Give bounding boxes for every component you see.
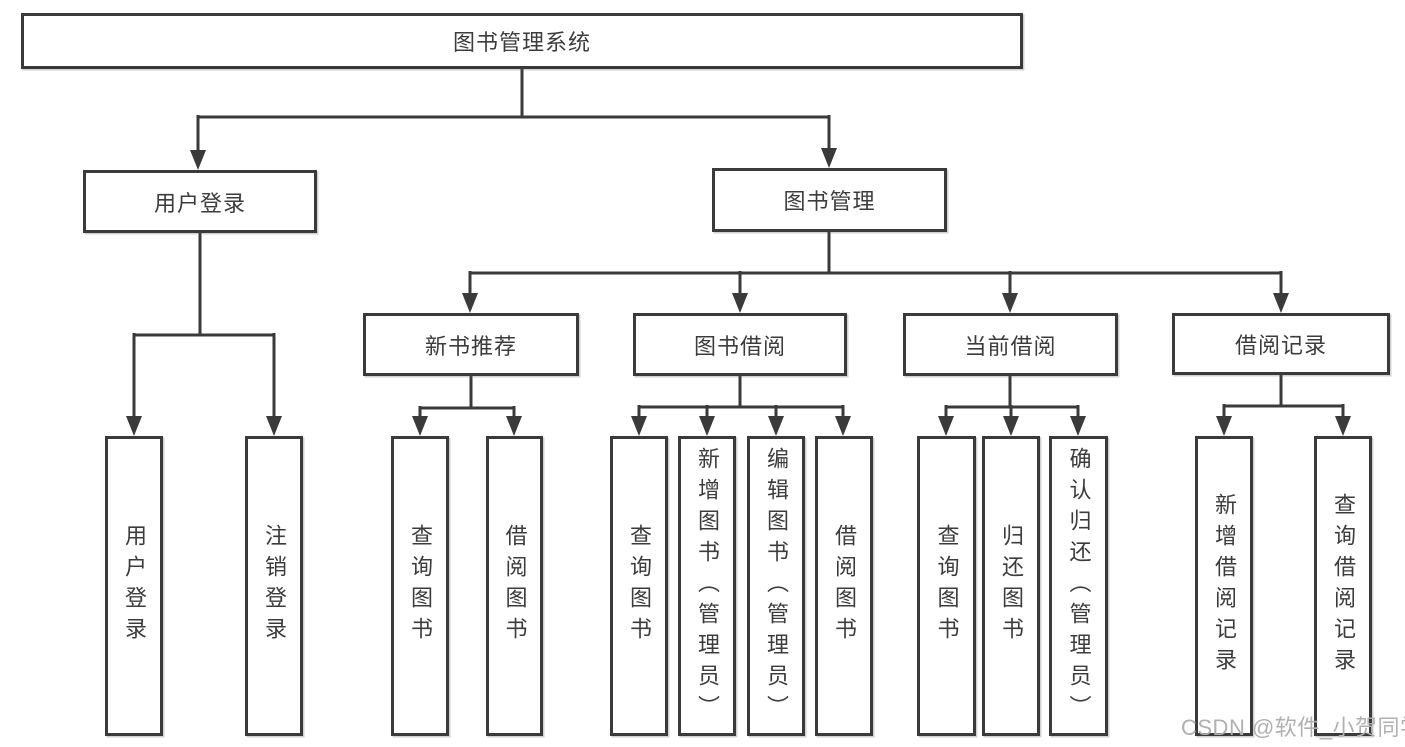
leaf-borrow-borrow-books: 借阅图书 — [815, 436, 873, 736]
node-label: 查询图书 — [408, 524, 433, 648]
node-label: 用户登录 — [153, 190, 246, 216]
node-label: 借阅记录 — [1234, 333, 1327, 358]
node-label: 图书借阅 — [693, 333, 786, 359]
leaf-borrow-query-books: 查询图书 — [610, 436, 668, 736]
connector-book-management-children — [462, 230, 1289, 313]
node-book-management: 图书管理 — [712, 168, 947, 232]
arrowhead-icon — [1002, 293, 1018, 313]
arrowhead-icon — [1216, 416, 1232, 436]
arrowhead-icon — [1273, 293, 1289, 313]
node-label: 新书推荐 — [424, 333, 517, 359]
node-label: 当前借阅 — [964, 333, 1057, 359]
arrowhead-icon — [126, 416, 142, 436]
node-borrow-records: 借阅记录 — [1172, 313, 1390, 375]
arrowhead-icon — [1335, 416, 1351, 436]
leaf-current-query-books: 查询图书 — [917, 436, 976, 736]
arrowhead-icon — [699, 416, 715, 436]
arrowhead-icon — [266, 416, 282, 436]
arrowhead-icon — [412, 416, 428, 436]
connector-root-to-level2 — [190, 69, 837, 170]
node-label: 确认归还（管理员） — [1066, 446, 1092, 726]
arrowhead-icon — [1070, 416, 1086, 436]
arrowhead-icon — [938, 416, 954, 436]
node-current-borrow: 当前借阅 — [903, 313, 1118, 376]
node-user-login: 用户登录 — [83, 170, 317, 233]
node-label: 归还图书 — [999, 524, 1024, 648]
connector-borrow-records-children — [1216, 374, 1351, 436]
connector-current-borrow-children — [938, 375, 1086, 436]
node-label: 新增图书（管理员） — [695, 446, 720, 726]
arrowhead-icon — [821, 148, 837, 168]
leaf-current-confirm-return-admin: 确认归还（管理员） — [1049, 436, 1108, 736]
node-label: 借阅图书 — [502, 524, 528, 648]
arrowhead-icon — [506, 416, 522, 436]
node-label: 图书管理 — [783, 189, 876, 214]
node-label: 图书管理系统 — [452, 30, 591, 55]
arrowhead-icon — [732, 293, 748, 313]
arrowhead-icon — [462, 293, 478, 313]
node-label: 编辑图书（管理员） — [764, 446, 789, 726]
leaf-user-login: 用户登录 — [105, 436, 163, 736]
leaf-logout: 注销登录 — [245, 436, 303, 736]
node-label: 查询图书 — [934, 524, 960, 648]
arrowhead-icon — [631, 416, 647, 436]
node-book-borrow: 图书借阅 — [633, 313, 847, 376]
leaf-records-add-record: 新增借阅记录 — [1195, 436, 1253, 736]
arrowhead-icon — [835, 416, 851, 436]
connector-new-book-recommend-children — [412, 375, 522, 436]
arrowhead-icon — [1003, 416, 1019, 436]
node-label: 用户登录 — [122, 524, 147, 648]
node-root-system: 图书管理系统 — [21, 13, 1023, 69]
arrowhead-icon — [768, 416, 784, 436]
leaf-borrow-edit-books-admin: 编辑图书（管理员） — [747, 436, 805, 736]
node-label: 注销登录 — [262, 524, 287, 648]
csdn-watermark: CSDN @软件_小贺同学 — [1181, 715, 1405, 740]
node-label: 查询借阅记录 — [1331, 493, 1356, 679]
node-label: 查询图书 — [627, 524, 652, 648]
connector-user-login-children — [126, 233, 282, 436]
leaf-current-return-books: 归还图书 — [982, 436, 1040, 736]
leaf-borrow-add-books-admin: 新增图书（管理员） — [678, 436, 736, 736]
leaf-newrec-query-books: 查询图书 — [391, 436, 449, 736]
node-label: 借阅图书 — [832, 524, 857, 648]
connector-book-borrow-children — [631, 375, 851, 436]
arrowhead-icon — [190, 150, 206, 170]
leaf-newrec-borrow-books: 借阅图书 — [486, 436, 543, 736]
leaf-records-query-record: 查询借阅记录 — [1314, 436, 1372, 736]
node-new-book-recommend: 新书推荐 — [363, 313, 579, 376]
node-label: 新增借阅记录 — [1212, 493, 1237, 679]
